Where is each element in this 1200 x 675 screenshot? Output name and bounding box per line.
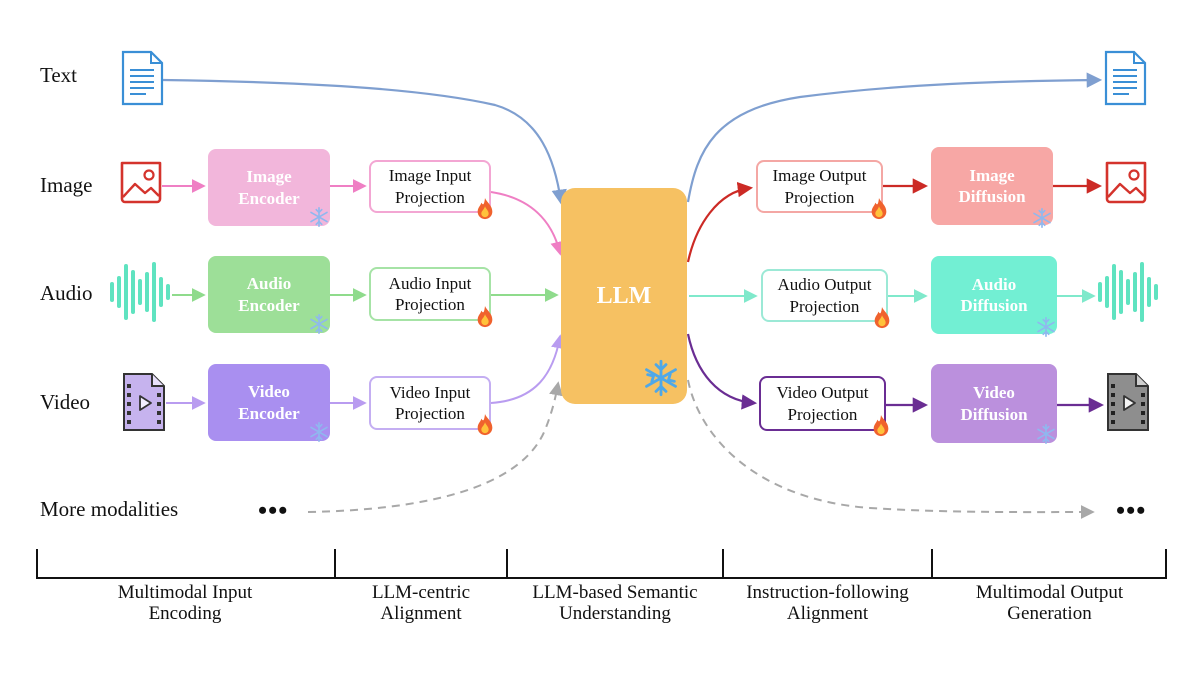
image-output-projection-line-1: Image Output	[772, 166, 867, 186]
phase-4-line-1: Instruction-following	[746, 582, 909, 603]
phase-label-llm-centric-alignment: LLM-centric Alignment	[336, 582, 506, 624]
audio-encoder-line-1: Audio	[246, 274, 292, 294]
audio-input-icon	[110, 262, 170, 322]
audio-input-projection-line-2: Projection	[395, 295, 465, 314]
flame-icon	[874, 307, 890, 329]
video-encoder-box: Video Encoder	[208, 364, 330, 441]
flame-icon	[477, 198, 493, 220]
audio-encoder-line-2: Encoder	[238, 295, 300, 315]
video-input-projection-box: Video Input Projection	[369, 376, 491, 430]
video-input-projection-line-1: Video Input	[389, 382, 471, 402]
phase-label-semantic-understanding: LLM-based Semantic Understanding	[508, 582, 722, 624]
phase-1-line-2: Encoding	[148, 602, 222, 624]
snowflake-icon	[1033, 208, 1051, 228]
snowflake-icon	[1037, 317, 1055, 337]
phase-label-instruction-alignment: Instruction-following Alignment	[724, 582, 931, 624]
image-output-icon	[1105, 161, 1147, 204]
audio-output-projection-line-2: Projection	[789, 296, 860, 316]
image-input-icon	[120, 161, 162, 204]
image-input-projection-box: Image Input Projection	[369, 160, 491, 213]
llm-label: LLM	[596, 282, 652, 309]
phase-1-line-1: Multimodal Input	[117, 582, 253, 603]
more-outputs-dashed-arrow	[687, 379, 1095, 520]
audio-diffusion-line-1: Audio	[971, 274, 1017, 294]
video-encoder-line-2: Encoder	[238, 403, 300, 423]
audio-input-projection-box: Audio Input Projection	[369, 267, 491, 321]
phase-label-output-generation: Multimodal Output Generation	[933, 582, 1166, 624]
video-input-icon	[123, 373, 165, 431]
video-output-icon	[1107, 373, 1149, 431]
video-diffusion-line-1: Video	[973, 383, 1015, 403]
phase-3-line-2: Understanding	[559, 602, 671, 624]
flame-icon	[871, 198, 887, 220]
more-input-dots: •••	[258, 496, 289, 525]
more-modalities-dashed-arrow	[307, 381, 563, 513]
audio-diffusion-line-2: Diffusion	[960, 296, 1028, 315]
llm-to-text-output-arrow	[686, 72, 1103, 203]
modality-label-text: Text	[40, 63, 78, 87]
llm-to-image-output-projection-arrow	[686, 181, 754, 263]
audio-input-projection-line-1: Audio Input	[388, 273, 472, 293]
video-output-projection-line-1: Video Output	[776, 383, 869, 403]
image-encoder-line-2: Encoder	[238, 188, 300, 208]
video-input-projection-line-2: Projection	[395, 404, 465, 423]
llm-to-video-output-projection-arrow	[686, 333, 758, 410]
video-projection-to-llm-arrow	[490, 334, 565, 404]
audio-diffusion-box: Audio Diffusion	[931, 256, 1057, 334]
more-output-dots: •••	[1116, 496, 1147, 525]
snowflake-icon	[1037, 424, 1055, 444]
modality-label-video: Video	[40, 390, 91, 414]
phase-label-input-encoding: Multimodal Input Encoding	[60, 582, 310, 624]
phase-3-line-1: LLM-based Semantic	[532, 582, 698, 603]
video-output-projection-box: Video Output Projection	[759, 376, 886, 431]
image-input-projection-line-1: Image Input	[388, 166, 472, 186]
flame-icon	[477, 414, 493, 436]
image-output-projection-box: Image Output Projection	[756, 160, 883, 213]
llm-box: LLM	[561, 188, 687, 404]
video-diffusion-box: Video Diffusion	[931, 364, 1057, 443]
video-diffusion-line-2: Diffusion	[960, 404, 1028, 424]
image-encoder-box: Image Encoder	[208, 149, 330, 226]
snowflake-icon	[310, 207, 328, 227]
modality-label-audio: Audio	[40, 281, 93, 305]
video-encoder-line-1: Video	[248, 382, 290, 402]
phase-2-line-1: LLM-centric	[371, 582, 471, 603]
phase-5-line-1: Multimodal Output	[975, 582, 1124, 603]
audio-output-projection-line-1: Audio Output	[777, 275, 872, 295]
modality-label-more: More modalities	[40, 497, 179, 521]
image-output-projection-line-2: Projection	[784, 187, 855, 207]
video-output-projection-line-2: Projection	[787, 404, 858, 424]
audio-output-projection-box: Audio Output Projection	[761, 269, 888, 322]
image-encoder-line-1: Image	[246, 167, 292, 187]
snowflake-icon	[310, 314, 328, 334]
text-to-llm-arrow	[162, 78, 567, 206]
snowflake-icon	[310, 422, 328, 442]
image-diffusion-line-1: Image	[969, 165, 1015, 185]
phase-4-line-2: Alignment	[786, 602, 869, 624]
text-output-icon	[1104, 50, 1147, 106]
phase-5-line-2: Generation	[1007, 602, 1092, 624]
text-input-icon	[121, 50, 164, 106]
image-input-projection-line-2: Projection	[395, 187, 465, 207]
flame-icon	[477, 306, 493, 328]
audio-output-icon	[1098, 262, 1158, 322]
llm-snowflake-icon	[645, 359, 677, 397]
phase-2-line-2: Alignment	[380, 602, 462, 624]
modality-label-image: Image	[40, 173, 93, 197]
image-diffusion-box: Image Diffusion	[931, 147, 1053, 225]
audio-encoder-box: Audio Encoder	[208, 256, 330, 333]
phase-timeline	[36, 549, 1167, 579]
image-projection-to-llm-arrow	[490, 191, 565, 256]
flame-icon	[873, 415, 889, 437]
image-diffusion-line-2: Diffusion	[958, 187, 1026, 206]
